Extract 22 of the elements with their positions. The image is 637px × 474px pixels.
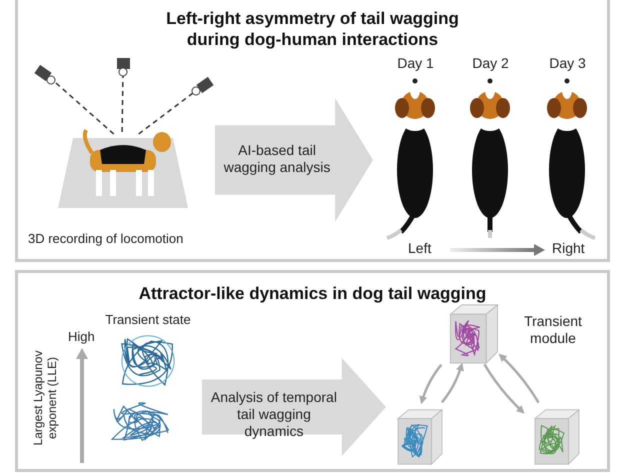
setup-label: 3D recording of locomotion xyxy=(28,230,184,247)
state-label: Transient state xyxy=(104,311,192,328)
edge-label: AI-based tail wagging analysis xyxy=(222,142,332,176)
module-label: Transient module xyxy=(523,313,583,347)
arrow xyxy=(420,364,442,404)
panel-title: Left-right asymmetry of tail wagging during dog-human interactions xyxy=(165,8,460,50)
arrow xyxy=(440,362,464,404)
panel xyxy=(15,270,610,472)
day-label: Day 3 xyxy=(548,55,587,72)
axis-label: High xyxy=(68,328,95,345)
day-label: Day 2 xyxy=(471,55,510,72)
arrow xyxy=(498,354,540,404)
day-label: Day 1 xyxy=(396,55,435,72)
scale-label: Right xyxy=(552,240,585,257)
panel xyxy=(15,0,610,262)
process-arrow xyxy=(202,358,386,456)
panel-title: Attractor-like dynamics in dog tail wagging xyxy=(138,283,488,304)
arrow xyxy=(483,364,525,414)
edge-label: Analysis of temporal tail wagging dynamics xyxy=(210,389,338,440)
process-arrow xyxy=(215,98,373,222)
scale-label: Left xyxy=(408,240,432,257)
axis-title: Largest Lyapunov exponent (LLE) xyxy=(31,350,59,448)
